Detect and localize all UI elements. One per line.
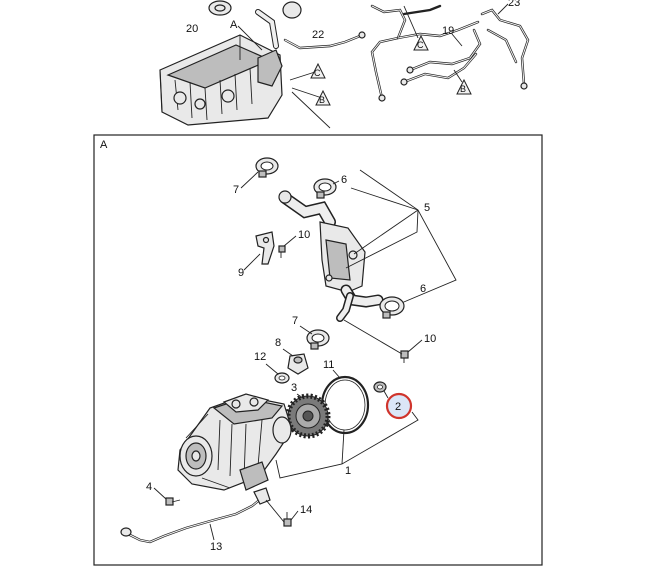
callout-13: 13 xyxy=(210,541,222,553)
detail-view-label: A xyxy=(100,139,108,151)
callout-8: 8 xyxy=(275,337,281,349)
part-4-bolt xyxy=(165,497,181,506)
overview-engine-block xyxy=(159,1,302,126)
ref-label-c-left: C xyxy=(314,68,321,78)
callout-6-top: 6 xyxy=(341,174,347,186)
ref-label-b-right: B xyxy=(460,84,466,94)
ref-label-b-left: B xyxy=(319,95,325,105)
callout-11: 11 xyxy=(323,359,334,371)
callout-5: 5 xyxy=(424,202,430,214)
ref-label-c-right: C xyxy=(417,40,424,50)
part-10-bolt-lower xyxy=(400,350,409,363)
callout-4: 4 xyxy=(146,481,152,493)
ref-triangle-c-right xyxy=(413,34,429,51)
part-7-clamp-top xyxy=(255,157,279,178)
callout-10-lower: 10 xyxy=(424,333,436,345)
part-3-gear xyxy=(285,393,331,439)
callout-3: 3 xyxy=(291,382,297,394)
callout-1: 1 xyxy=(345,465,351,477)
overview-label-20: 20 xyxy=(186,23,198,35)
callout-6-lower: 6 xyxy=(420,283,426,295)
overview-label-a: A xyxy=(230,19,238,31)
ref-triangle-b-right xyxy=(456,78,472,95)
callout-12: 12 xyxy=(254,351,266,363)
part-13-wire-harness xyxy=(120,487,271,544)
part-2-nut xyxy=(373,381,387,393)
overview-part-20 xyxy=(208,0,232,16)
part-6-clamp-lower xyxy=(379,296,405,319)
overview-label-19: 19 xyxy=(442,25,454,37)
part-11-o-ring xyxy=(320,375,370,435)
callout-7-middle: 7 xyxy=(292,315,298,327)
part-1-air-compressor xyxy=(177,393,293,491)
part-9-bracket xyxy=(255,231,275,265)
callout-2: 2 xyxy=(395,401,401,413)
part-10-bolt-top xyxy=(278,245,286,258)
part-14-bolt xyxy=(283,512,292,527)
part-5-hose-separator xyxy=(278,190,384,322)
detail-view-frame xyxy=(93,134,543,566)
callout-7-top: 7 xyxy=(233,184,239,196)
highlight-callout-2[interactable] xyxy=(385,392,413,420)
callout-14: 14 xyxy=(300,504,312,516)
ref-triangle-b-left xyxy=(315,89,331,106)
ref-triangle-c-left xyxy=(310,62,326,79)
overview-label-22: 22 xyxy=(312,29,324,41)
overview-wire-22 xyxy=(283,31,366,50)
overview-label-23: 23 xyxy=(508,0,520,9)
part-12-seal xyxy=(274,372,290,384)
callout-10-top: 10 xyxy=(298,229,310,241)
part-6-clamp-top xyxy=(313,178,337,199)
part-7-clamp-middle xyxy=(306,329,330,350)
overview-pipes-right xyxy=(370,4,530,102)
part-8-fitting xyxy=(287,353,309,375)
callout-9: 9 xyxy=(238,267,244,279)
